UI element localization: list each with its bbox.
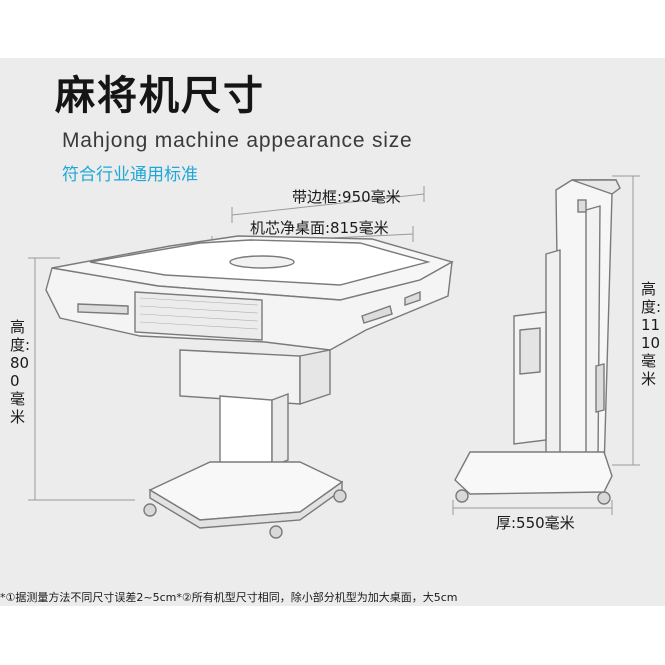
standard-tagline: 符合行业通用标准	[62, 165, 198, 185]
machine-folded	[454, 179, 621, 505]
mahjong-machine-illustration	[28, 175, 640, 539]
table-height-label: 高度:800毫米	[10, 318, 31, 426]
frame-width-label: 带边框:950毫米	[292, 188, 401, 206]
thickness-label: 厚:550毫米	[496, 514, 575, 532]
page-subtitle: Mahjong machine appearance size	[62, 129, 413, 152]
folded-height-label: 高度:1110毫米	[641, 280, 662, 388]
page-title: 麻将机尺寸	[55, 73, 265, 119]
net-table-width-label: 机芯净桌面:815毫米	[250, 219, 389, 237]
frame-dimension-line	[231, 193, 425, 216]
table-unfolded	[45, 235, 454, 539]
measurement-footnote: *①据测量方法不同尺寸误差2~5cm*②所有机型尺寸相同，除小部分机型为加大桌面…	[0, 591, 458, 604]
